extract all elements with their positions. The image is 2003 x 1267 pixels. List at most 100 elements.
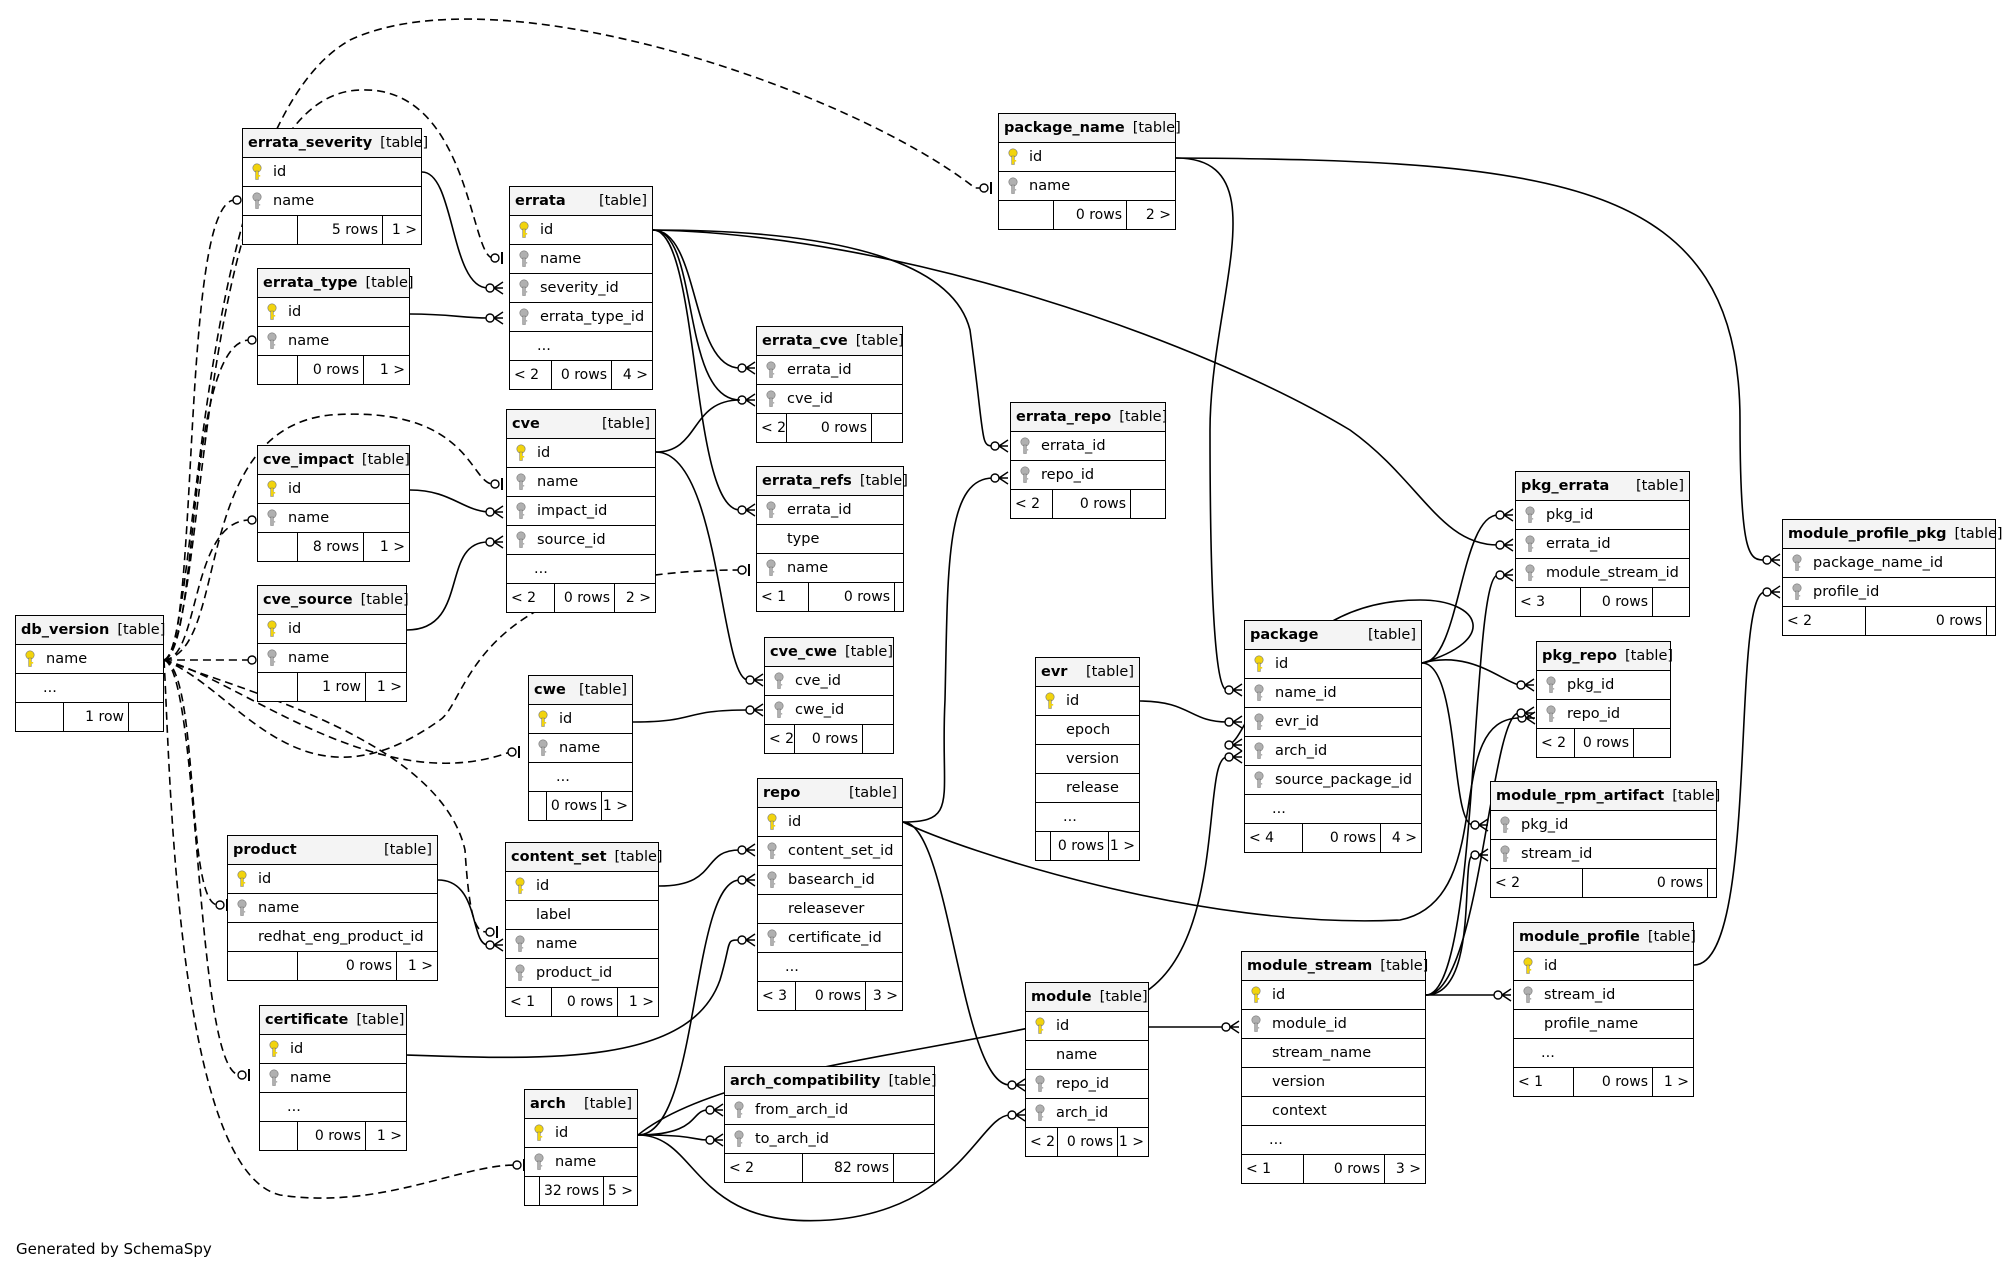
row-count[interactable]: 0 rows xyxy=(298,1122,366,1150)
row-count[interactable]: 8 rows xyxy=(298,533,364,561)
parent-count[interactable]: < 1 xyxy=(506,988,552,1016)
parent-count[interactable] xyxy=(258,673,298,701)
row-count[interactable]: 0 rows xyxy=(809,583,895,611)
row-count[interactable]: 0 rows xyxy=(1053,490,1131,518)
child-count[interactable]: 1 > xyxy=(1109,838,1135,854)
child-count[interactable]: 2 > xyxy=(625,590,651,606)
parent-count[interactable] xyxy=(999,201,1054,229)
parent-count[interactable]: < 2 xyxy=(1783,607,1866,635)
child-count[interactable]: 4 > xyxy=(1391,830,1417,846)
row-count[interactable]: 0 rows xyxy=(1051,832,1109,860)
child-count[interactable]: 3 > xyxy=(1395,1161,1421,1177)
child-count[interactable]: 1 > xyxy=(379,539,405,555)
parent-count[interactable]: < 2 xyxy=(765,725,795,753)
row-count[interactable]: 0 rows xyxy=(1574,1068,1653,1096)
row-count[interactable]: 0 rows xyxy=(787,414,872,442)
row-count[interactable]: 0 rows xyxy=(1581,588,1653,616)
row-count[interactable]: 5 rows xyxy=(298,216,383,244)
child-count[interactable]: 1 > xyxy=(628,994,654,1010)
table-db-version[interactable]: db_version[table]name...1 row xyxy=(15,615,165,732)
child-count[interactable] xyxy=(894,1154,934,1182)
child-count[interactable]: 1 > xyxy=(1663,1074,1689,1090)
parent-count[interactable]: < 1 xyxy=(1242,1155,1304,1183)
row-count[interactable]: 0 rows xyxy=(547,792,602,820)
parent-count[interactable]: < 2 xyxy=(1491,869,1583,897)
parent-count[interactable] xyxy=(260,1122,298,1150)
parent-count[interactable] xyxy=(1036,832,1051,860)
child-count[interactable]: 3 > xyxy=(872,988,898,1004)
row-count[interactable]: 0 rows xyxy=(1054,201,1127,229)
child-count[interactable]: 1 > xyxy=(407,958,433,974)
parent-count[interactable]: < 2 xyxy=(1537,729,1575,757)
row-count[interactable]: 82 rows xyxy=(803,1154,894,1182)
parent-count[interactable]: < 2 xyxy=(1011,490,1053,518)
child-count[interactable] xyxy=(1987,607,1995,635)
row-count[interactable]: 0 rows xyxy=(1303,824,1381,852)
child-count[interactable] xyxy=(129,703,163,731)
row-count[interactable]: 0 rows xyxy=(555,584,615,612)
child-count[interactable] xyxy=(895,583,903,611)
parent-count[interactable]: < 2 xyxy=(725,1154,803,1182)
child-count[interactable] xyxy=(872,414,902,442)
parent-count[interactable] xyxy=(243,216,298,244)
child-count[interactable] xyxy=(1634,729,1670,757)
row-count[interactable]: 0 rows xyxy=(298,356,364,384)
row-count[interactable]: 1 row xyxy=(64,703,129,731)
row-count[interactable]: 0 rows xyxy=(1058,1128,1118,1156)
row-count[interactable]: 0 rows xyxy=(1304,1155,1385,1183)
row-count[interactable]: 0 rows xyxy=(552,361,612,389)
child-count[interactable]: 5 > xyxy=(607,1183,633,1199)
parent-count[interactable] xyxy=(228,952,298,980)
parent-count[interactable] xyxy=(529,792,547,820)
child-count[interactable]: 2 > xyxy=(1145,207,1171,223)
row-count[interactable]: 0 rows xyxy=(1575,729,1634,757)
child-count[interactable]: 1 > xyxy=(1118,1134,1144,1150)
row-count[interactable]: 32 rows xyxy=(540,1177,604,1205)
parent-count[interactable]: < 2 xyxy=(1026,1128,1058,1156)
parent-count[interactable]: < 2 xyxy=(757,414,787,442)
parent-count[interactable] xyxy=(258,533,298,561)
parent-count[interactable] xyxy=(258,356,298,384)
row-count[interactable]: 0 rows xyxy=(1866,607,1987,635)
parent-count[interactable]: < 3 xyxy=(1516,588,1581,616)
row-count[interactable]: 0 rows xyxy=(795,725,863,753)
child-count[interactable]: 4 > xyxy=(622,367,648,383)
table-module-profile-pkg[interactable]: module_profile_pkg[table]package_name_id… xyxy=(1782,519,2003,636)
parent-count[interactable]: < 1 xyxy=(757,583,809,611)
child-count[interactable] xyxy=(1131,490,1165,518)
child-count[interactable]: 1 > xyxy=(376,1128,402,1144)
child-count[interactable]: 1 > xyxy=(376,679,402,695)
child-count[interactable]: 1 > xyxy=(391,222,417,238)
parent-count[interactable]: < 4 xyxy=(1245,824,1303,852)
parent-count[interactable] xyxy=(525,1177,540,1205)
parent-count[interactable] xyxy=(16,703,64,731)
parent-count[interactable]: < 2 xyxy=(510,361,552,389)
child-count[interactable] xyxy=(1708,869,1716,897)
parent-count[interactable]: < 3 xyxy=(758,982,796,1010)
child-count[interactable]: 1 > xyxy=(602,798,628,814)
child-count[interactable]: 1 > xyxy=(379,362,405,378)
row-count[interactable]: 0 rows xyxy=(298,952,397,980)
